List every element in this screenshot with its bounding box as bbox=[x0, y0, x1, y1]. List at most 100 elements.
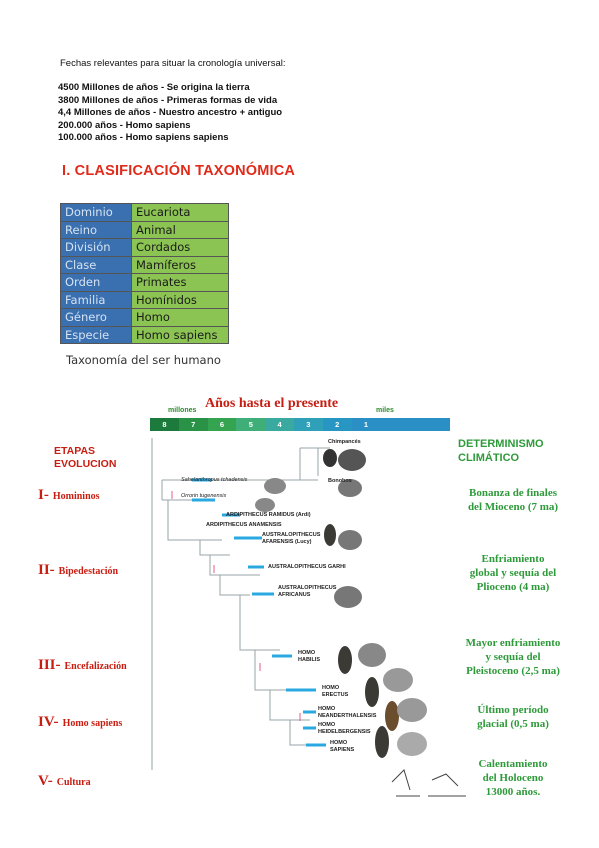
timeline-cell: 7 bbox=[178, 418, 208, 431]
rank-cell: Género bbox=[60, 308, 132, 327]
determinismo-line: DETERMINISMO bbox=[458, 438, 544, 450]
rank-cell: División bbox=[60, 238, 132, 257]
taxon-label-neanderthalensis: HOMO NEANDERTHALENSIS bbox=[318, 706, 376, 719]
timeline-cell: 2 bbox=[322, 418, 352, 431]
millones-label: millones bbox=[168, 407, 197, 414]
date-item: 3800 Millones de años - Primeras formas … bbox=[58, 94, 278, 106]
taxon-line: HOMO bbox=[298, 650, 316, 656]
timeline-cell: 6 bbox=[207, 418, 237, 431]
taxon-line: HEIDELBERGENSIS bbox=[318, 728, 371, 735]
climate-note-4: Último período glacial (0,5 ma) bbox=[452, 703, 574, 731]
stage-number: I- bbox=[38, 487, 49, 503]
climate-line: y sequía del bbox=[485, 651, 541, 663]
stage-text: Homininos bbox=[52, 491, 100, 502]
rank-cell: Reino bbox=[60, 220, 132, 239]
stage-2: II- Bipedestación bbox=[38, 561, 118, 579]
date-item: 4,4 Millones de años - Nuestro ancestro … bbox=[58, 107, 283, 118]
taxon-label-sahelanthropus: Sahelanthropus tchadensis bbox=[181, 477, 248, 483]
stage-text: Homo sapiens bbox=[62, 718, 123, 729]
etapas-line: ETAPAS bbox=[54, 445, 96, 457]
taxon-cell: Homo bbox=[131, 308, 229, 327]
taxon-line: AUSTRALOPITHECUS bbox=[278, 585, 337, 591]
climate-line: Calentamiento bbox=[478, 758, 548, 770]
timeline-cell: 5 bbox=[236, 418, 266, 431]
taxon-label-ramidus: ARDIPITHECUS RAMIDUS (Ardi) bbox=[226, 512, 311, 518]
climate-line: global y sequía del bbox=[469, 567, 557, 579]
taxon-label-habilis: HOMO HABILIS bbox=[298, 650, 320, 663]
stage-4: IV- Homo sapiens bbox=[38, 713, 122, 731]
taxon-line: HOMO bbox=[322, 685, 340, 691]
taxon-line: NEANDERTHALENSIS bbox=[318, 712, 377, 719]
taxon-label-sapiens: HOMO SAPIENS bbox=[330, 740, 354, 753]
etapas-line: EVOLUCION bbox=[54, 458, 117, 470]
climate-line: glacial (0,5 ma) bbox=[477, 718, 549, 730]
stage-1: I- Homininos bbox=[38, 486, 100, 504]
climate-line: Bonanza de finales bbox=[468, 487, 557, 499]
determinismo-line: CLIMÁTICO bbox=[458, 452, 520, 464]
taxon-label-garhi: AUSTRALOPITHECUS GARHI bbox=[268, 564, 346, 570]
taxon-line: ERECTUS bbox=[322, 691, 349, 698]
climate-note-1: Bonanza de finales del Mioceno (7 ma) bbox=[452, 486, 574, 514]
rank-cell: Especie bbox=[60, 325, 132, 344]
taxon-line: AUSTRALOPITHECUS bbox=[262, 532, 321, 538]
determinismo-heading: DETERMINISMO CLIMÁTICO bbox=[458, 437, 568, 465]
taxon-line: AFARENSIS (Lucy) bbox=[262, 538, 312, 545]
climate-line: Plioceno (4 ma) bbox=[476, 581, 550, 593]
rank-cell: Clase bbox=[60, 255, 132, 274]
taxon-line: AFRICANUS bbox=[278, 591, 311, 598]
stage-number: V- bbox=[38, 773, 53, 789]
stage-number: IV- bbox=[38, 714, 59, 730]
taxon-line: HOMO bbox=[318, 706, 336, 712]
climate-line: del Holoceno bbox=[482, 772, 544, 784]
climate-note-3: Mayor enfriamiento y sequía del Pleistoc… bbox=[450, 636, 576, 678]
taxon-cell: Animal bbox=[131, 220, 229, 239]
taxon-cell: Homínidos bbox=[131, 290, 229, 309]
taxon-label-erectus: HOMO ERECTUS bbox=[322, 685, 348, 698]
climate-note-2: Enfriamiento global y sequía del Pliocen… bbox=[452, 552, 574, 594]
section-title: I. CLASIFICACIÓN TAXONÓMICA bbox=[62, 163, 296, 179]
timeline-cell: 4 bbox=[265, 418, 294, 431]
table-caption: Taxonomía del ser humano bbox=[66, 353, 221, 367]
taxon-line: HABILIS bbox=[298, 656, 320, 663]
timeline-bar: 8 7 6 5 4 3 2 1 bbox=[150, 418, 451, 431]
timeline-tail bbox=[380, 418, 451, 431]
figure-title: Años hasta el presente bbox=[205, 396, 339, 411]
stage-text: Encefalización bbox=[64, 661, 127, 672]
climate-line: Mayor enfriamiento bbox=[465, 637, 561, 649]
timeline-cell: 3 bbox=[293, 418, 323, 431]
date-item: 100.000 años - Homo sapiens sapiens bbox=[58, 132, 229, 143]
taxon-label-chimpances: Chimpancés bbox=[328, 439, 361, 445]
taxon-line: HOMO bbox=[318, 722, 336, 728]
climate-line: Enfriamiento bbox=[481, 553, 545, 565]
climate-line: 13000 años. bbox=[485, 786, 541, 798]
climate-note-5: Calentamiento del Holoceno 13000 años. bbox=[452, 757, 574, 799]
date-list: 4500 Millones de años - Se origina la ti… bbox=[58, 82, 282, 145]
taxon-label-orrorin: Orrorin tugenensis bbox=[181, 493, 227, 499]
climate-line: Último período bbox=[477, 704, 549, 716]
intro-text: Fechas relevantes para situar la cronolo… bbox=[60, 58, 286, 69]
timeline-cell: 8 bbox=[150, 418, 179, 431]
stage-3: III- Encefalización bbox=[38, 656, 127, 674]
stage-5: V- Cultura bbox=[38, 772, 91, 790]
taxon-label-bonobos: Bonobos bbox=[328, 478, 352, 484]
etapas-heading: ETAPAS EVOLUCION bbox=[54, 445, 134, 471]
timeline-cell: 1 bbox=[351, 418, 381, 431]
taxon-label-anamensis: ARDIPITHECUS ANAMENSIS bbox=[206, 522, 282, 528]
taxon-line: SAPIENS bbox=[330, 746, 355, 753]
date-item: 4500 Millones de años - Se origina la ti… bbox=[58, 82, 250, 93]
taxon-label-africanus: AUSTRALOPITHECUS AFRICANUS bbox=[278, 585, 336, 598]
stage-text: Cultura bbox=[56, 777, 91, 788]
climate-line: del Mioceno (7 ma) bbox=[467, 501, 559, 513]
taxon-label-afarensis: AUSTRALOPITHECUS AFARENSIS (Lucy) bbox=[262, 532, 320, 545]
taxon-line: HOMO bbox=[330, 740, 348, 746]
taxon-label-heidelbergensis: HOMO HEIDELBERGENSIS bbox=[318, 722, 371, 735]
miles-label: miles bbox=[376, 407, 394, 414]
rank-cell: Familia bbox=[60, 290, 132, 309]
date-item: 200.000 años - Homo sapiens bbox=[58, 119, 191, 131]
